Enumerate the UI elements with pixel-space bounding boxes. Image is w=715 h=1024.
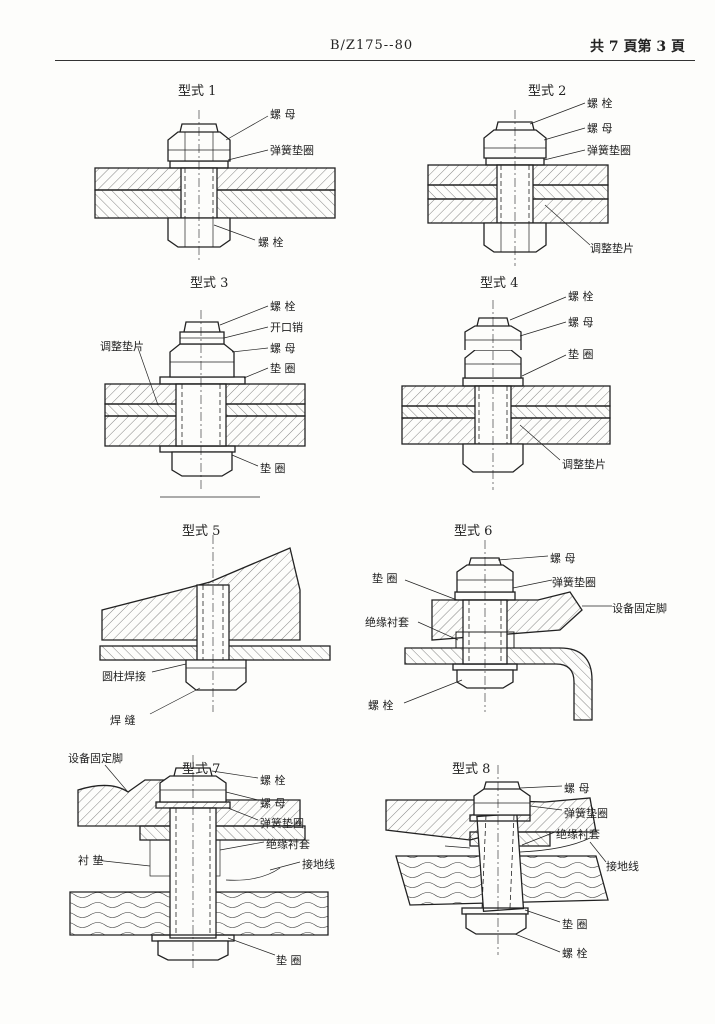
f8-label-bolt: 螺 栓 xyxy=(562,947,588,960)
f7-label-insulating-sleeve: 绝缘衬套 xyxy=(266,838,310,851)
f1-label-nut: 螺 母 xyxy=(270,108,296,121)
figure-4-drawing xyxy=(401,296,611,490)
f6-label-equipment-foot: 设备固定脚 xyxy=(612,602,667,615)
figure-3-title: 型式 3 xyxy=(190,276,229,291)
figure-3-drawing xyxy=(104,305,306,498)
f2-label-bolt: 螺 栓 xyxy=(587,97,613,110)
f5-label-stud-weld: 圆柱焊接 xyxy=(102,670,146,683)
figure-8-title: 型式 8 xyxy=(452,762,491,777)
f7-label-ground-wire: 接地线 xyxy=(302,858,335,871)
figure-1-title: 型式 1 xyxy=(178,84,217,99)
f8-label-insulating-sleeve: 绝缘衬套 xyxy=(556,828,600,841)
f3-label-bolt: 螺 栓 xyxy=(270,300,296,313)
f7-label-pad: 衬 垫 xyxy=(78,854,104,867)
f5-label-weld-seam: 焊 缝 xyxy=(110,714,136,727)
figure-5-title: 型式 5 xyxy=(182,524,221,539)
f3-label-nut: 螺 母 xyxy=(270,342,296,355)
f7-label-washer: 垫 圈 xyxy=(276,954,302,967)
figure-2-drawing xyxy=(427,102,609,266)
f7-label-spring-washer: 弹簧垫圈 xyxy=(260,817,304,830)
figure-7-title: 型式 7 xyxy=(182,762,221,777)
f8-label-spring-washer: 弹簧垫圈 xyxy=(564,807,608,820)
f3-label-shim: 调整垫片 xyxy=(100,340,144,353)
f4-label-washer: 垫 圈 xyxy=(568,348,594,361)
f1-label-spring-washer: 弹簧垫圈 xyxy=(270,144,314,157)
f8-label-nut: 螺 母 xyxy=(564,782,590,795)
f3-label-cotter-pin: 开口销 xyxy=(270,321,303,334)
f8-label-washer: 垫 圈 xyxy=(562,918,588,931)
f4-label-bolt: 螺 栓 xyxy=(568,290,594,303)
f6-label-washer: 垫 圈 xyxy=(372,572,398,585)
f4-label-nut: 螺 母 xyxy=(568,316,594,329)
f6-label-spring-washer: 弹簧垫圈 xyxy=(552,576,596,589)
f4-label-shim: 调整垫片 xyxy=(562,458,606,471)
f6-label-bolt: 螺 栓 xyxy=(368,699,394,712)
f1-label-bolt: 螺 栓 xyxy=(258,236,284,249)
page-info: 共 7 頁第 3 頁 xyxy=(590,39,685,55)
f2-label-shim: 调整垫片 xyxy=(590,242,634,255)
figure-6-drawing xyxy=(403,540,612,721)
f7-label-nut: 螺 母 xyxy=(260,797,286,810)
figure-8-drawing xyxy=(385,765,609,955)
figure-2-title: 型式 2 xyxy=(528,84,567,99)
figure-7-drawing xyxy=(69,755,329,970)
f3-label-washer-bottom: 垫 圈 xyxy=(260,462,286,475)
figure-1-drawing xyxy=(94,110,336,262)
f6-label-insulating-sleeve: 绝缘衬套 xyxy=(365,616,409,629)
figure-5-drawing xyxy=(99,535,331,715)
f2-label-spring-washer: 弹簧垫圈 xyxy=(587,144,631,157)
header-rule xyxy=(55,60,695,61)
figure-6-title: 型式 6 xyxy=(454,524,493,539)
document-code: B/Z175--80 xyxy=(330,38,414,53)
f7-label-equipment-foot: 设备固定脚 xyxy=(68,752,123,765)
f8-label-ground-wire: 接地线 xyxy=(606,860,639,873)
figure-4-title: 型式 4 xyxy=(480,276,519,291)
f3-label-washer: 垫 圈 xyxy=(270,362,296,375)
f6-label-nut: 螺 母 xyxy=(550,552,576,565)
f7-label-bolt: 螺 栓 xyxy=(260,774,286,787)
f2-label-nut: 螺 母 xyxy=(587,122,613,135)
